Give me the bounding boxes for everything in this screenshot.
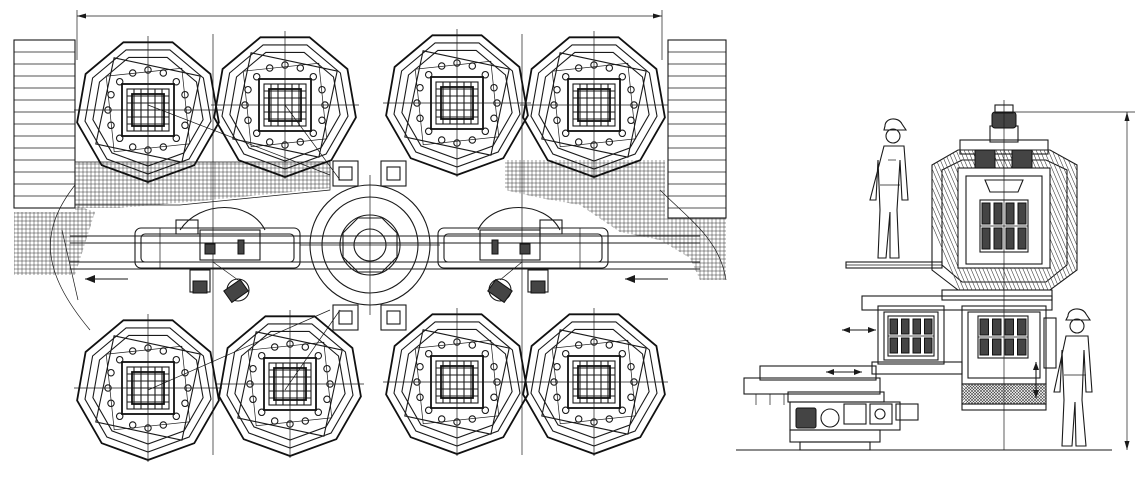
height-dimension-line xyxy=(1010,111,1135,450)
worker-figure-lower xyxy=(1053,308,1093,447)
quench-chamber xyxy=(861,289,1057,411)
furnace-3 xyxy=(383,29,531,177)
furnace-5 xyxy=(74,314,222,462)
lift-arrow xyxy=(1033,362,1039,398)
right-storage-rack xyxy=(667,39,727,219)
central-turntable xyxy=(300,175,440,315)
worker-figure-upper xyxy=(869,118,909,259)
furnace-1 xyxy=(74,36,222,184)
transfer-stations xyxy=(332,160,407,331)
furnace-4 xyxy=(520,31,668,179)
furnace-7 xyxy=(383,308,531,456)
shuttle-arrows xyxy=(826,327,876,375)
charge-car xyxy=(743,361,963,451)
furnace-body xyxy=(931,100,1078,450)
upper-platform xyxy=(845,261,943,269)
furnace-8 xyxy=(520,308,668,456)
furnace-6 xyxy=(216,310,364,458)
elevation-view xyxy=(736,100,1135,451)
left-charging-manipulator xyxy=(134,207,301,304)
overall-dimension-line xyxy=(76,10,663,60)
left-storage-rack xyxy=(13,39,76,209)
furnace-array xyxy=(74,29,668,462)
plan-view xyxy=(13,10,727,462)
furnace-2 xyxy=(211,31,359,179)
rail-loop xyxy=(50,184,727,331)
right-charging-manipulator xyxy=(437,207,609,304)
floor-grating xyxy=(14,160,726,280)
travel-arrows xyxy=(85,275,668,283)
